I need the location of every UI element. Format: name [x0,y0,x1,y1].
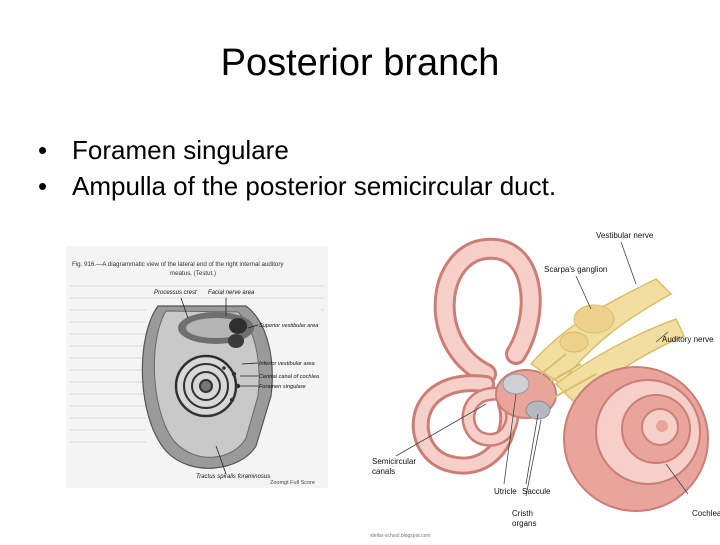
label-superior-vestibular-area: Superior vestibular area [259,323,318,329]
cochlea-spiral [563,366,709,512]
meatus-caption-line1: Fig. 916.—A diagrammatic view of the lat… [72,261,284,268]
label-cristh-1: Cristh [512,509,533,518]
inner-ear-figure: Vestibular nerve Scarpa's ganglion Audit… [366,224,720,540]
label-foramen-singulare: Foramen singulare [259,384,306,390]
bullet-glyph: • [38,171,48,201]
saccule-sac [525,400,551,420]
label-vestibular-nerve: Vestibular nerve [596,231,654,240]
bullet-text: Foramen singulare [72,135,289,165]
bullet-glyph: • [38,135,48,165]
label-semicircular-1: Semicircular [372,457,416,466]
cochlear-spiral [174,354,238,418]
meatus-caption-line2: meatus. (Testut.) [170,270,216,277]
label-auditory-nerve: Auditory nerve [662,335,714,344]
label-central-canal: Central canal of cochlea [259,374,319,380]
label-processus-crest: Processus crest [154,290,197,296]
bullet-list: • Foramen singulare • Ampulla of the pos… [38,132,556,204]
label-tractus: Tractus spiralis foraminosus [196,474,270,480]
meatus-diagram-figure: Fig. 916.—A diagrammatic view of the lat… [66,246,328,488]
bullet-item: • Foramen singulare [38,132,556,168]
utricle-sac [502,373,530,395]
inner-ear-svg: Vestibular nerve Scarpa's ganglion Audit… [370,231,720,539]
bullet-text: Ampulla of the posterior semicircular du… [72,171,557,201]
slide-title: Posterior branch [220,42,500,84]
label-cochlea: Cochlea [692,509,720,518]
label-saccule: Saccule [522,487,551,496]
semicircular-canals [411,237,542,475]
meatus-diagram-svg: Fig. 916.—A diagrammatic view of the lat… [66,246,328,488]
label-facial-nerve-area: Facial nerve area [208,290,255,296]
label-utricle: Utricle [494,487,517,496]
bullet-item: • Ampulla of the posterior semicircular … [38,168,556,204]
label-cristh-2: organs [512,519,536,528]
meatus-credit: Zoomgt Full Score [270,480,315,486]
label-semicircular-2: canals [372,467,395,476]
label-scarpas-ganglion: Scarpa's ganglion [544,265,607,274]
label-inferior-vestibular-area: Inferior vestibular area [259,361,315,367]
inner-ear-credit: stellar-school.blogspot.com [370,533,431,539]
vestibulocochlear-nerve [529,278,686,406]
